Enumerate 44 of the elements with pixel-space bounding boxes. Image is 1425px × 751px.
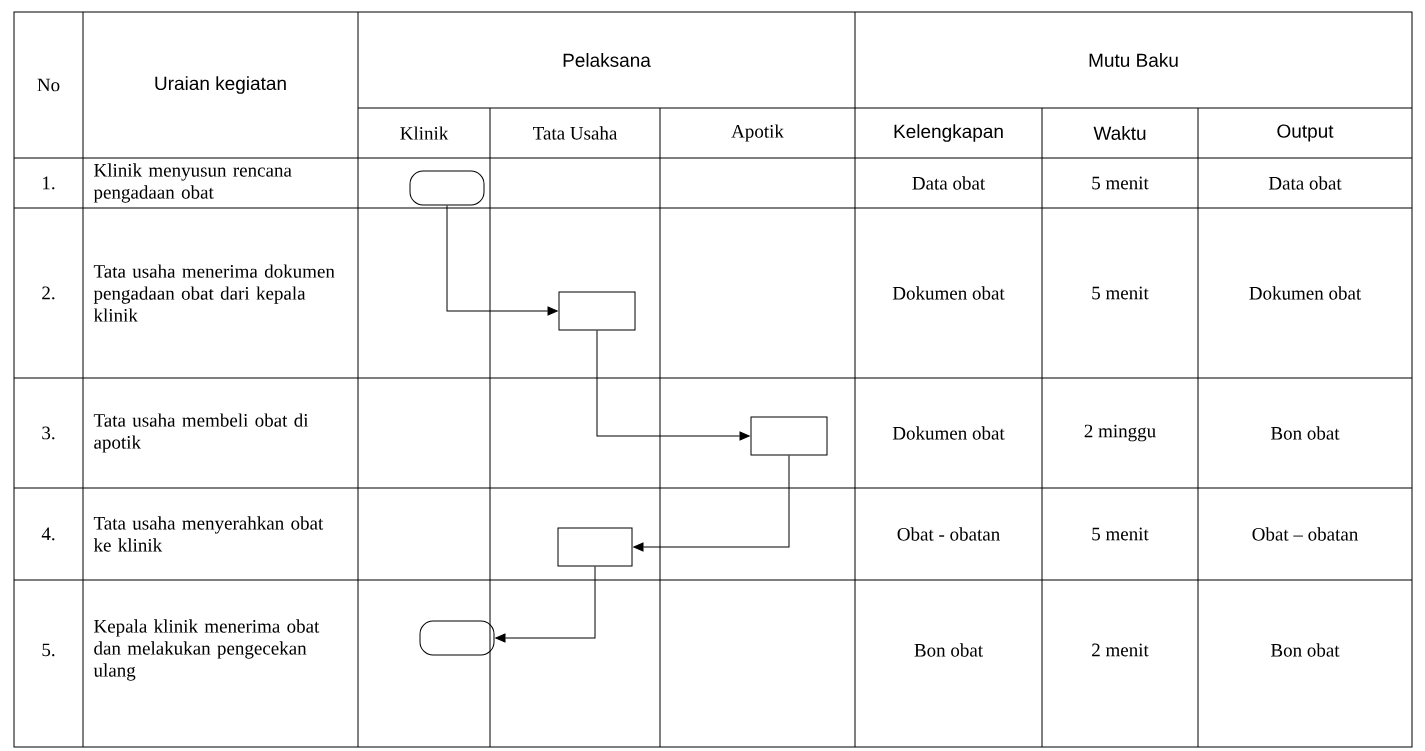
cell-text: Obat - obatan <box>897 527 1000 541</box>
header-text: No <box>37 78 60 92</box>
activity-text: Klinik menyusun rencana pengadaan obat <box>93 163 292 203</box>
header-text: Kelengkapan <box>894 124 1003 142</box>
header-text: Klinik <box>400 126 449 140</box>
cell-text: Bon obat <box>914 643 983 657</box>
cell-text: 5 menit <box>1092 286 1149 300</box>
header-text: Mutu Baku <box>1089 53 1178 67</box>
cell-text: Dokumen obat <box>892 426 1005 440</box>
row-number: 2. <box>42 286 55 300</box>
cell-text: Data obat <box>1268 176 1342 190</box>
cell-text: 2 minggu <box>1084 424 1156 442</box>
process-box <box>557 527 633 567</box>
cell-text: 5 menit <box>1092 176 1149 190</box>
cell-text: Bon obat <box>1271 643 1340 657</box>
activity-text: Tata usaha membeli obat di apotik <box>93 413 309 453</box>
connector-arrow <box>495 566 596 643</box>
activity-text: Kepala klinik menerima obat dan melakukan pengecekan ulang <box>93 619 320 681</box>
row-number: 1. <box>43 176 55 190</box>
header-text: Waktu <box>1093 126 1146 140</box>
activity-text: Tata usaha menyerahkan obat ke klinik <box>93 516 324 552</box>
cell-text: Dokumen obat <box>1249 286 1362 300</box>
cell-text: Data obat <box>912 176 986 190</box>
row-number: 3. <box>42 426 55 440</box>
cell-text: Bon obat <box>1271 426 1340 440</box>
row-number: 5. <box>42 643 55 657</box>
cell-text: Dokumen obat <box>892 286 1005 300</box>
header-text: Apotik <box>731 124 784 142</box>
process-box <box>750 416 828 456</box>
connector-arrow <box>596 330 750 441</box>
cell-text: 5 menit <box>1092 527 1149 541</box>
connector-arrow <box>446 205 558 316</box>
cell-text: 2 menit <box>1092 643 1149 657</box>
process-box <box>558 291 636 331</box>
cell-text: Obat – obatan <box>1252 527 1358 541</box>
header-text: Pelaksana <box>563 53 651 67</box>
header-text: Uraian kegiatan <box>155 76 286 94</box>
row-number: 4. <box>41 527 55 541</box>
header-text: Output <box>1277 124 1334 142</box>
terminator-shape <box>409 170 485 206</box>
activity-text: Tata usaha menerima dokumen pengadaan obat dari kepala klinik <box>93 264 335 322</box>
terminator-shape <box>419 620 495 656</box>
header-text: Tata Usaha <box>533 126 618 140</box>
connector-arrow <box>633 455 790 552</box>
